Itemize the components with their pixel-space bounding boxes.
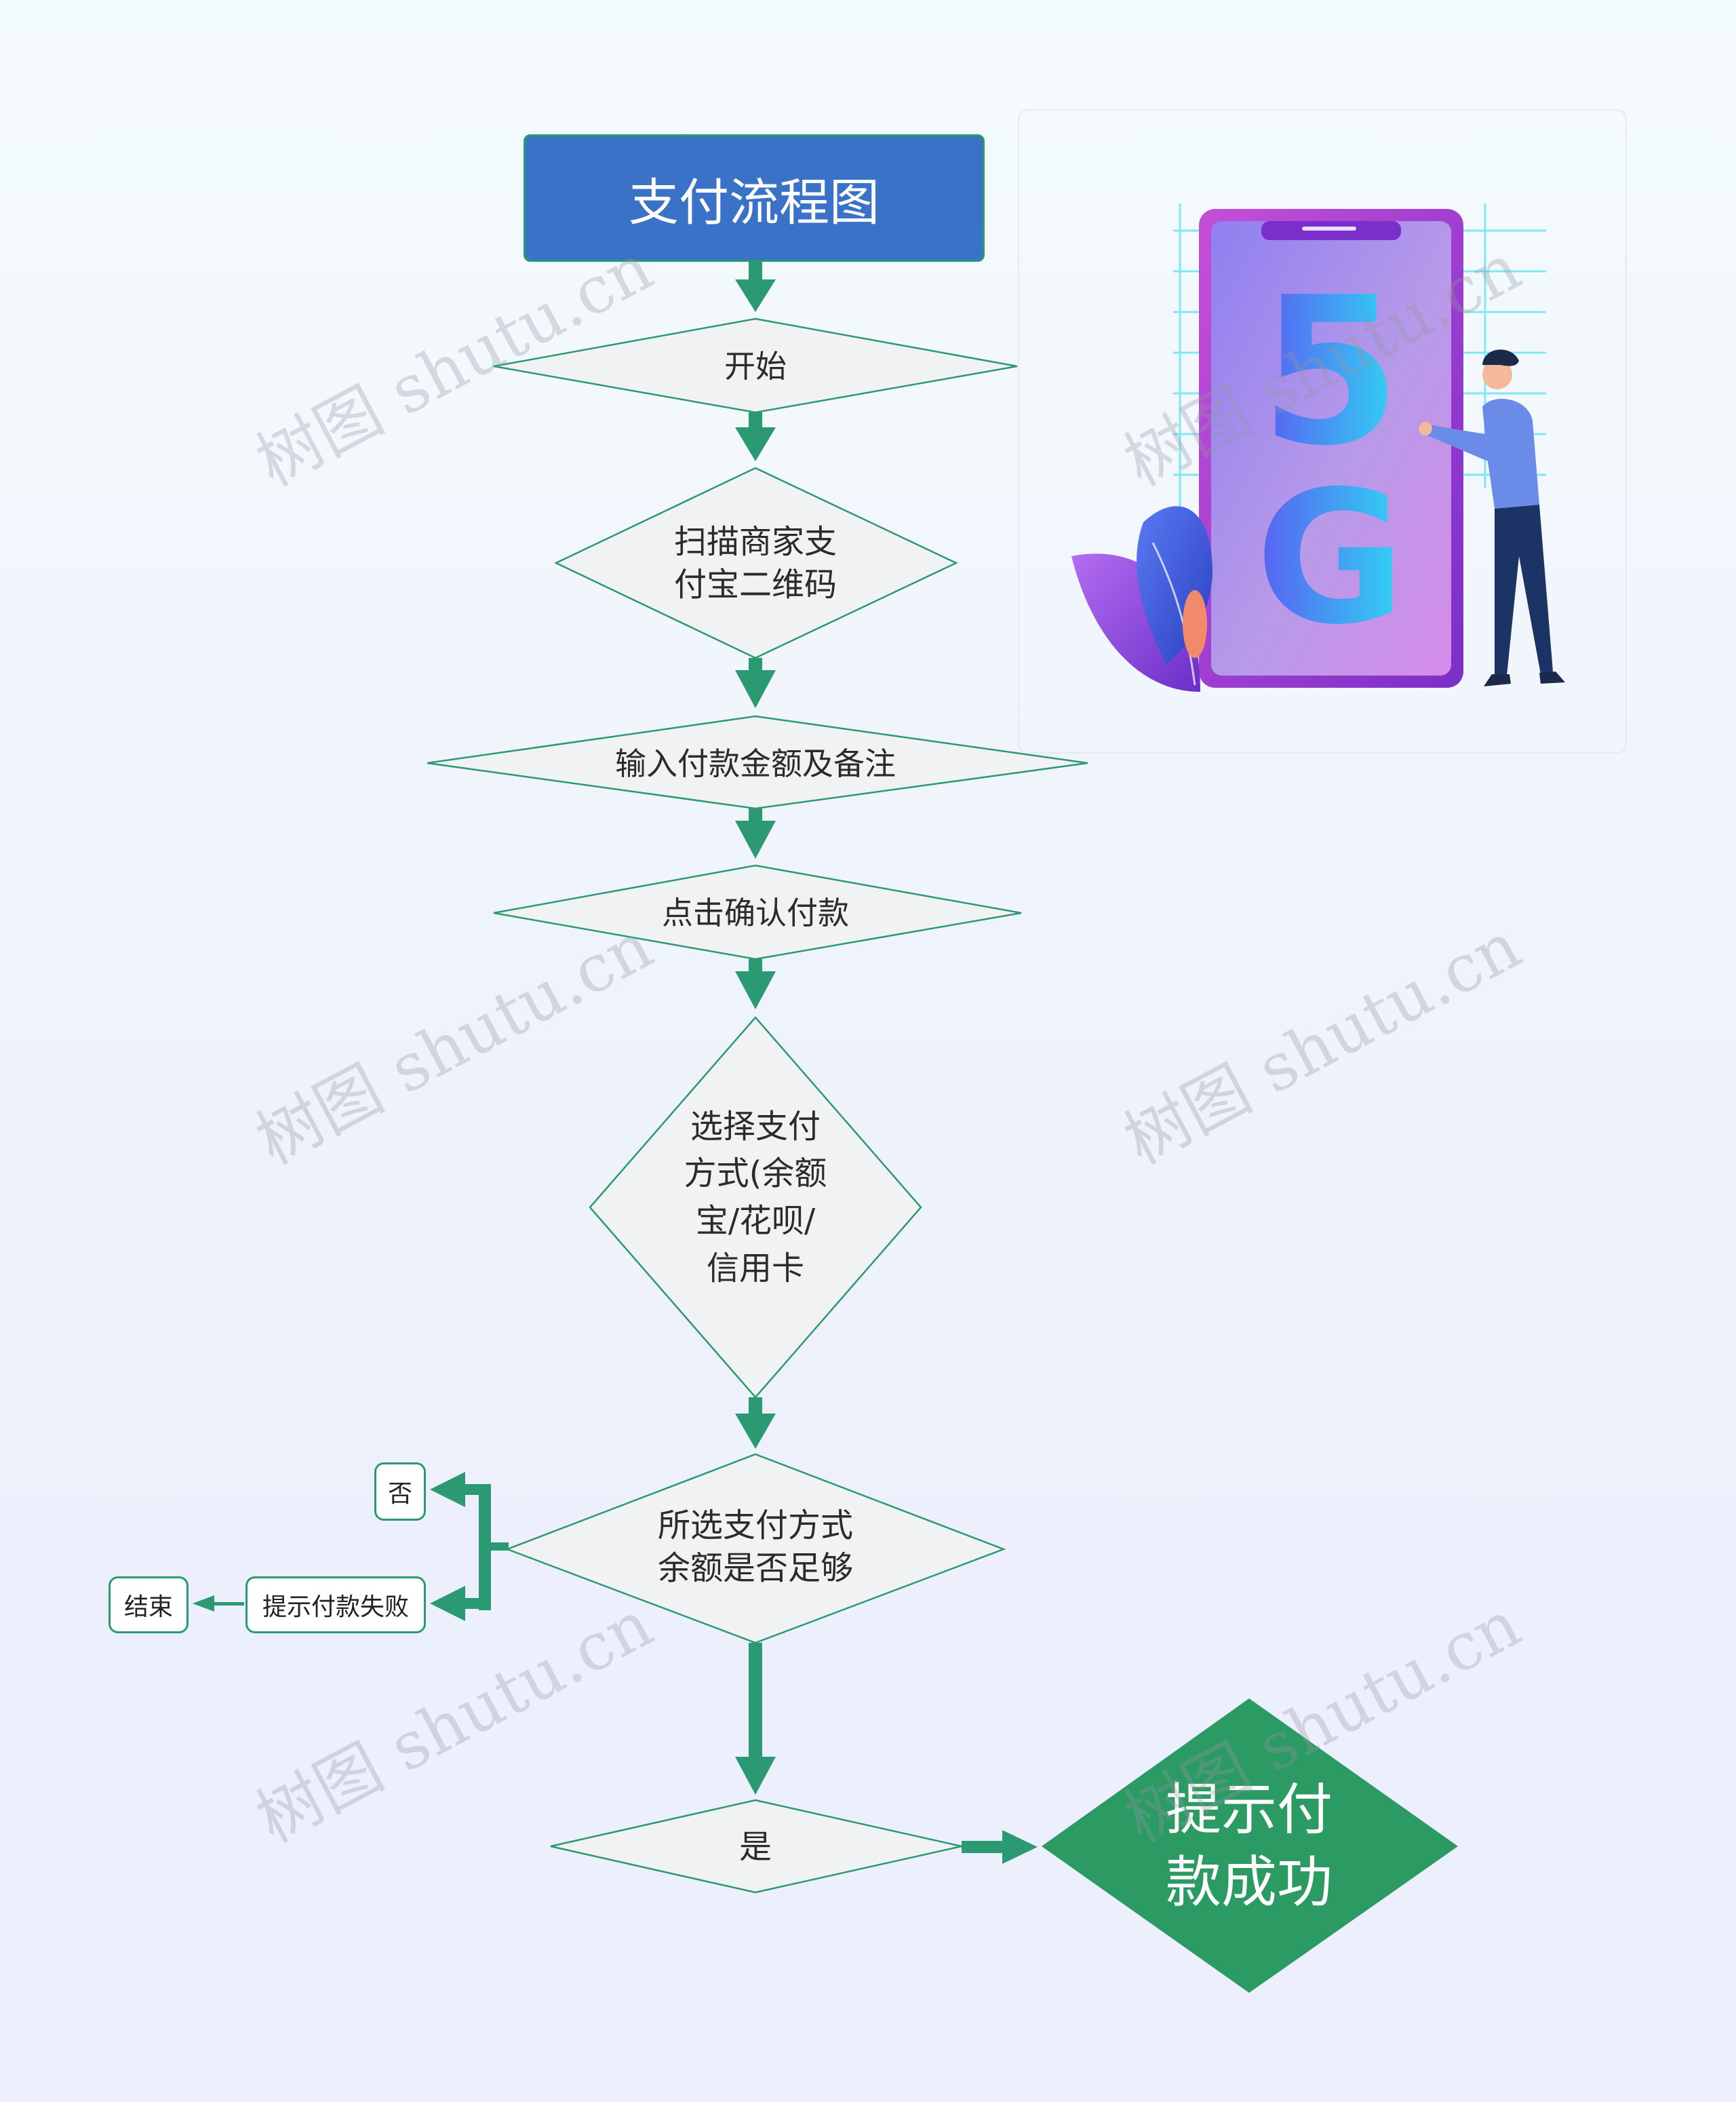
phone-screen	[1211, 221, 1451, 676]
success-node-label: 提示付 款成功	[1165, 1778, 1333, 1915]
success-node-shape	[1042, 1698, 1458, 1993]
start-node-shape	[493, 317, 1018, 414]
decision-nodes	[427, 317, 1088, 1894]
title-box: 支付流程图	[524, 134, 985, 262]
choose-method-node-label: 选择支付 方式(余额 宝/花呗/ 信用卡	[684, 1107, 827, 1287]
confirm-node-shape	[493, 864, 1022, 960]
start-node-label: 开始	[724, 347, 787, 385]
end-box: 结束	[108, 1576, 189, 1633]
input-node-shape	[427, 715, 1088, 810]
yes-node-label: 是	[738, 1828, 772, 1867]
person-figure	[1419, 349, 1565, 686]
scan-node-label: 扫描商家支 付宝二维码	[673, 522, 837, 604]
screen-glyph-g: G	[1255, 451, 1406, 665]
check-node-shape	[505, 1453, 1006, 1644]
flowchart-title: 支付流程图	[629, 173, 880, 232]
fail-prompt-box: 提示付款失败	[245, 1576, 426, 1633]
confirm-node-label: 点击确认付款	[662, 894, 849, 931]
yes-node-shape	[550, 1799, 962, 1894]
input-amount-node-label: 输入付款金额及备注	[615, 745, 896, 782]
connectors	[193, 262, 1038, 1864]
screen-glyph-5: 5	[1260, 254, 1402, 490]
choose-node-shape	[589, 1016, 922, 1399]
no-box: 否	[374, 1462, 426, 1521]
scan-node-shape	[554, 467, 958, 659]
5g-phone-illustration: 5 G	[1018, 109, 1627, 754]
check-balance-node-label: 所选支付方式 余额是否足够	[657, 1506, 853, 1587]
